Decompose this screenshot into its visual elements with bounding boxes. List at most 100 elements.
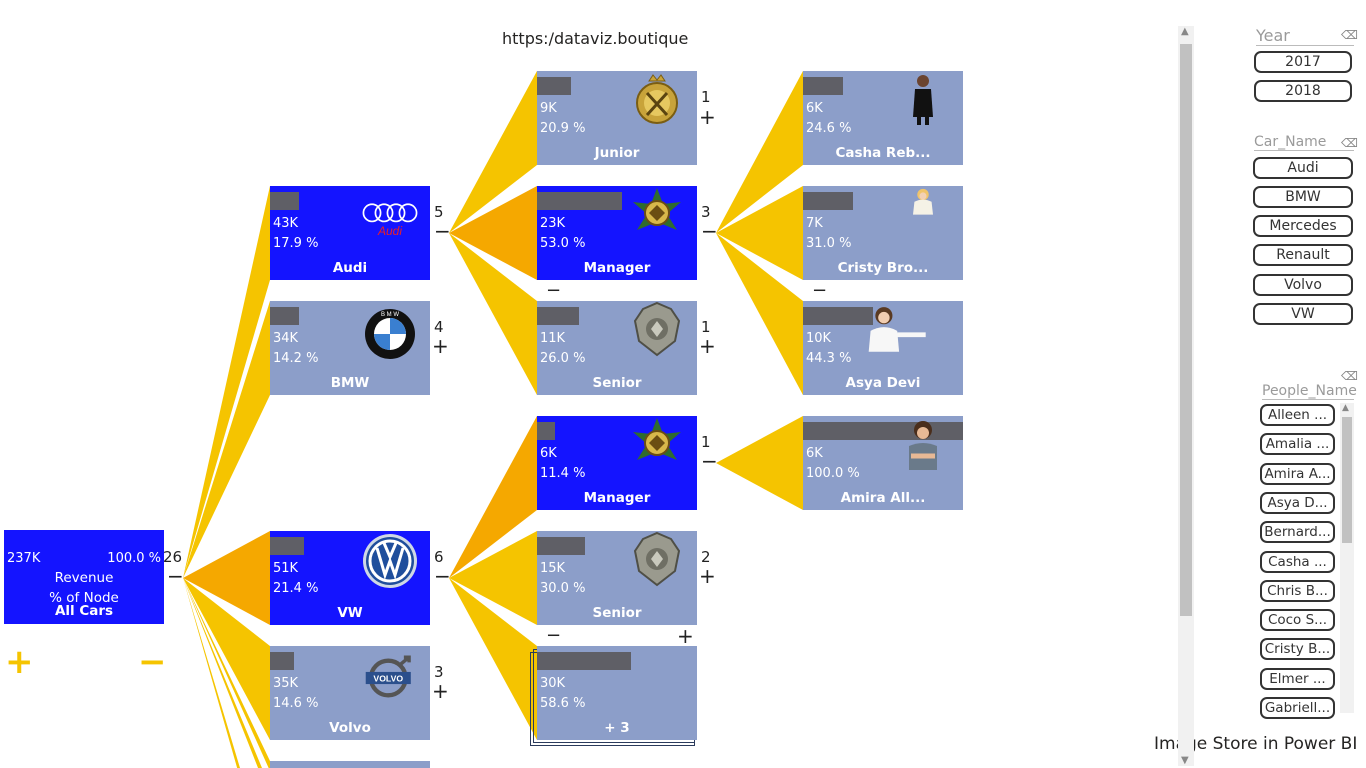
vw-levels-show-more[interactable]: + [677, 624, 694, 648]
audi-toggle[interactable]: − [434, 219, 451, 243]
clear-selection-eraser-icon[interactable]: ⌫ [1341, 136, 1358, 150]
people-slicer-scrollbar[interactable]: ▲ [1340, 403, 1354, 713]
car-audi-chip[interactable]: Audi [1253, 157, 1353, 179]
level-node-senior-vw[interactable]: 15K 30.0 % Senior [537, 531, 697, 625]
person-chip[interactable]: Casha ... [1260, 550, 1335, 573]
manager-vw-toggle[interactable]: − [701, 449, 718, 473]
node-name: BMW [330, 375, 370, 391]
car-node-partial[interactable] [270, 761, 430, 768]
car-volvo-chip[interactable]: Volvo [1253, 274, 1353, 296]
vw-child-count: 6 [434, 548, 444, 566]
person-chip[interactable]: Alleen ... [1260, 404, 1335, 426]
person-chip[interactable]: Amira A... [1260, 462, 1335, 485]
root-node-all-cars[interactable]: 237K 100.0 % Revenue % of Node All Cars [4, 530, 164, 624]
node-value: 6K [806, 446, 823, 461]
node-value: 9K [540, 101, 557, 116]
level-node-grouped-more[interactable]: 30K 58.6 % + 3 [537, 646, 697, 740]
value-bar [537, 307, 579, 325]
clear-selection-eraser-icon[interactable]: ⌫ [1341, 28, 1358, 42]
root-collapse-toggle[interactable]: − [167, 564, 184, 588]
node-name: Volvo [329, 720, 371, 736]
person-node-amira[interactable]: 6K 100.0 % Amira All... [803, 416, 963, 510]
person-chip[interactable]: Cristy B... [1260, 638, 1335, 661]
node-value: 34K [273, 331, 299, 346]
person-chip[interactable]: Asya D... [1260, 491, 1335, 514]
volvo-toggle[interactable]: + [432, 679, 449, 703]
expand-all-button[interactable]: + [5, 642, 34, 682]
value-bar [270, 652, 294, 670]
collapse-all-button[interactable]: − [138, 642, 167, 682]
senior-vw-toggle[interactable]: + [699, 564, 716, 588]
node-name: Junior [594, 145, 640, 161]
person-chip[interactable]: Bernard... [1260, 521, 1335, 544]
root-child-count: 26 [163, 548, 183, 566]
scroll-up-arrow-icon[interactable]: ▲ [1181, 26, 1189, 37]
car-node-audi[interactable]: 43K 17.9 % Audi Audi [270, 186, 430, 280]
person-chip[interactable]: Gabriell... [1260, 697, 1335, 719]
tree-link [716, 71, 803, 233]
person-node-cristy[interactable]: 7K 31.0 % Cristy Bro... [803, 186, 963, 280]
person-node-asya[interactable]: 10K 44.3 % Asya Devi [803, 301, 963, 395]
value-bar [537, 537, 585, 555]
value-bar [537, 422, 555, 440]
car-mercedes-chip[interactable]: Mercedes [1253, 215, 1353, 237]
manager-eagle-badge-icon [633, 188, 681, 230]
car-node-volvo[interactable]: 35K 14.6 % Volvo VOLVO [270, 646, 430, 740]
report-vertical-scrollbar[interactable]: ▲ ▼ [1178, 26, 1194, 766]
woman-presenting-photo-icon [868, 307, 926, 352]
car-bmw-chip[interactable]: BMW [1253, 186, 1353, 208]
vw-levels-show-less[interactable]: − [546, 625, 562, 646]
level-node-junior[interactable]: 9K 20.9 % Junior [537, 71, 697, 165]
senior-audi-toggle[interactable]: + [699, 334, 716, 358]
root-value: 237K [7, 551, 41, 566]
level-node-manager-audi[interactable]: 23K 53.0 % Manager [537, 186, 697, 280]
person-chip[interactable]: Amalia ... [1260, 433, 1335, 456]
value-bar [803, 77, 843, 95]
junior-toggle[interactable]: + [699, 105, 716, 129]
scrollbar-thumb[interactable] [1342, 417, 1352, 543]
node-value: 23K [540, 216, 566, 231]
tree-link [449, 578, 537, 740]
node-name: VW [337, 605, 363, 621]
people-show-less[interactable]: − [812, 280, 828, 301]
level-node-manager-vw[interactable]: 6K 11.4 % Manager [537, 416, 697, 510]
manager-audi-toggle[interactable]: − [701, 219, 718, 243]
year-2017-chip[interactable]: 2017 [1254, 51, 1352, 73]
person-chip[interactable]: Coco S... [1260, 609, 1335, 632]
car-node-bmw[interactable]: 34K 14.2 % BMW B M W [270, 301, 430, 395]
scrollbar-thumb[interactable] [1180, 44, 1192, 616]
senior-audi-child-count: 1 [701, 318, 711, 336]
person-chip[interactable]: Elmer ... [1260, 667, 1335, 690]
tree-link [449, 233, 537, 395]
car-vw-chip[interactable]: VW [1253, 303, 1353, 325]
node-value: 11K [540, 331, 566, 346]
node-name: Manager [583, 260, 651, 276]
node-name: Casha Reb... [835, 145, 931, 161]
root-name: All Cars [54, 603, 114, 619]
node-percent: 44.3 % [806, 351, 852, 366]
vw-toggle[interactable]: − [434, 564, 451, 588]
car-node-vw[interactable]: 51K 21.4 % VW [270, 531, 430, 625]
person-node-casha[interactable]: 6K 24.6 % Casha Reb... [803, 71, 963, 165]
manager-vw-child-count: 1 [701, 433, 711, 451]
clear-selection-eraser-icon[interactable]: ⌫ [1341, 369, 1358, 383]
scroll-up-arrow-icon[interactable]: ▲ [1342, 403, 1349, 413]
tree-link [183, 578, 270, 768]
person-chip[interactable]: Chris B... [1260, 579, 1335, 602]
node-percent: 31.0 % [806, 236, 852, 251]
tree-link [183, 531, 270, 625]
year-2018-chip[interactable]: 2018 [1254, 80, 1352, 102]
audi-levels-show-less[interactable]: − [546, 280, 562, 301]
value-bar [537, 652, 631, 670]
year-slicer-title: Year [1256, 26, 1354, 46]
scroll-down-arrow-icon[interactable]: ▼ [1181, 755, 1189, 766]
bmw-toggle[interactable]: + [432, 334, 449, 358]
node-percent: 11.4 % [540, 466, 586, 481]
level-node-senior-audi[interactable]: 11K 26.0 % Senior [537, 301, 697, 395]
tree-link [716, 233, 803, 395]
node-percent: 30.0 % [540, 581, 586, 596]
value-bar [803, 192, 853, 210]
car-renault-chip[interactable]: Renault [1253, 244, 1353, 266]
node-percent: 20.9 % [540, 121, 586, 136]
node-value: 6K [806, 101, 823, 116]
